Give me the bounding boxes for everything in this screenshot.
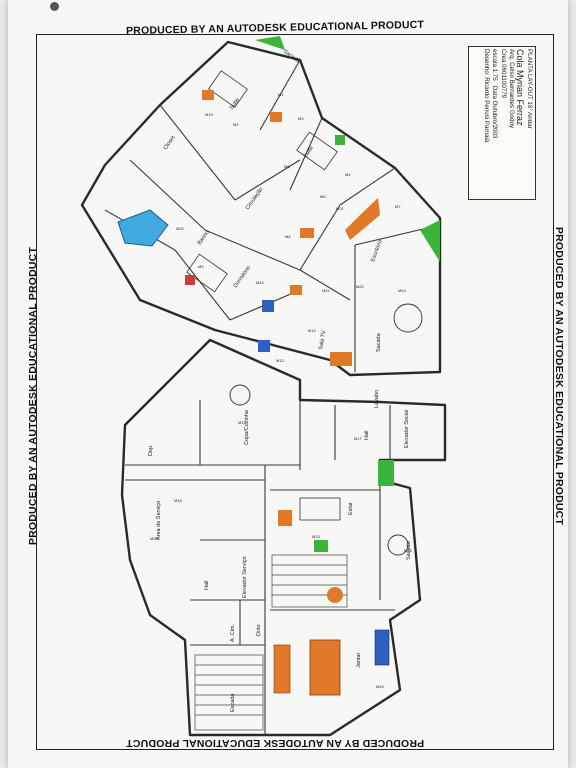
- tag-m13: M13: [276, 358, 285, 363]
- label-lavabo: Lavabo: [374, 390, 380, 408]
- label-suite-1: Suíte: [229, 97, 241, 111]
- label-area-servico: Área de Serviço: [155, 501, 162, 540]
- dorm-red: [185, 275, 195, 285]
- label-hall-2: Hall: [204, 581, 210, 590]
- sala-blue-2: [258, 340, 270, 352]
- drawing-frame: [36, 34, 554, 750]
- suite-green: [335, 135, 345, 145]
- title-block: PLANTA LAY-OUT 16° Andar Cola Myrian Fer…: [468, 46, 536, 200]
- label-sala-tv: Sala TV: [318, 330, 327, 351]
- label-estar: Estar: [348, 502, 354, 515]
- hall-plant: [378, 460, 394, 486]
- plan-sheet: PRODUCED BY AN AUTODESK EDUCATIONAL PROD…: [8, 0, 568, 768]
- estar-plant: [314, 540, 328, 552]
- room-labels: Sacada Suíte Suíte Closet Circulação Ban…: [148, 49, 412, 712]
- tag-m17: M17: [354, 436, 363, 441]
- blue-chair: [374, 629, 390, 666]
- round-table: [393, 303, 423, 333]
- stair-lines: [194, 554, 348, 731]
- lower-wing-outline: [120, 338, 447, 737]
- label-hall: Hall: [364, 431, 370, 440]
- label-elevador-servico: Elevador Serviço: [242, 556, 248, 598]
- tag-m20: M20: [176, 226, 185, 231]
- label-escritorio: Escritório: [370, 239, 383, 263]
- sacada-table: [387, 534, 409, 556]
- corner-plant: [420, 220, 440, 262]
- label-elevador-social: Elevador Social: [404, 410, 410, 448]
- label-dormitorio: Dormitório: [233, 265, 252, 289]
- closet-orange: [202, 90, 214, 100]
- tag-m22: M22: [356, 284, 365, 289]
- tag-m10: M10: [256, 280, 265, 285]
- label-sacada-mid: Sacada: [376, 332, 382, 352]
- tag-m7: M7: [395, 204, 401, 209]
- label-duto: Duto: [256, 624, 262, 636]
- tag-m2: M2: [233, 122, 239, 127]
- furniture-tags: M1 M2 M3 M4 M5 M6 M7 M8 M9 M10 M11 M12 M…: [150, 92, 413, 689]
- top-plant: [255, 36, 285, 50]
- tag-m12: M12: [308, 328, 317, 333]
- sala-blue-1: [262, 300, 274, 312]
- label-jantar: Jantar: [356, 653, 362, 668]
- tag-m21: M21: [336, 206, 345, 211]
- tag-m19: M19: [205, 112, 214, 117]
- tag-m1: M1: [278, 92, 284, 97]
- label-sacada-right: Sacada: [406, 540, 412, 560]
- label-closet: Closet: [163, 135, 177, 152]
- tag-m24: M24: [376, 684, 385, 689]
- kitchen-table: [229, 384, 251, 406]
- tag-m5: M5: [320, 194, 326, 199]
- sala-orange: [330, 352, 352, 366]
- tag-m4: M4: [345, 172, 351, 177]
- tag-m11: M11: [322, 288, 330, 293]
- label-deposito: Dep.: [148, 444, 154, 456]
- tag-m16: M16: [174, 498, 183, 503]
- tag-m15: M15: [238, 420, 247, 425]
- tag-m25: M25: [150, 536, 159, 541]
- upper-wing-outline: [80, 40, 442, 377]
- dining-table: [309, 639, 341, 696]
- tag-m6: M6: [284, 164, 290, 169]
- label-banho: Banho: [197, 230, 211, 246]
- office-desk: [345, 198, 380, 240]
- label-a-cim: A. Cim.: [230, 624, 236, 643]
- pool: [117, 209, 169, 247]
- suite-orange: [270, 112, 282, 122]
- sideboard: [273, 644, 291, 694]
- estar-round: [327, 587, 343, 603]
- tag-m14: M14: [398, 288, 407, 293]
- label-copa: Copa/Cozinha: [244, 409, 250, 445]
- tag-m8: M8: [285, 234, 291, 239]
- circ-orange: [300, 228, 314, 238]
- estar-sofa: [299, 497, 341, 521]
- tag-m18: M18: [404, 548, 413, 553]
- label-circulacao: Circulação: [245, 186, 265, 211]
- label-escada: Escada: [230, 693, 236, 712]
- estar-chair: [278, 510, 292, 526]
- tag-m23: M23: [312, 534, 321, 539]
- furniture: [117, 36, 440, 696]
- label-suite-2: Suíte: [303, 145, 315, 159]
- tag-m9: M9: [198, 264, 204, 269]
- tag-m3: M3: [298, 116, 304, 121]
- sala-orange-2: [290, 285, 302, 295]
- binder-hole: [50, 2, 59, 11]
